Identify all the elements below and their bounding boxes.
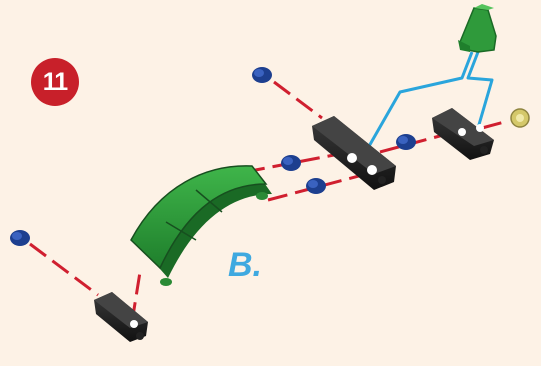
black-connector — [312, 116, 396, 190]
guide-line-blue — [466, 51, 494, 129]
black-connector — [432, 108, 494, 160]
guide-line-red — [273, 80, 323, 120]
blue-peg — [306, 178, 326, 194]
part-label: B. — [228, 246, 262, 284]
step-number-badge: 11 — [31, 58, 79, 106]
guide-line-blue — [366, 51, 474, 149]
yellow-peg — [510, 108, 530, 128]
blue-peg — [10, 230, 30, 246]
green-curved-plate — [130, 165, 272, 286]
guide-line-red — [267, 170, 375, 202]
blue-peg — [281, 155, 301, 171]
blue-peg — [396, 134, 416, 150]
guide-line-red — [481, 119, 509, 130]
blue-peg — [252, 67, 272, 83]
black-connector — [94, 292, 148, 342]
green-wedge-piece — [458, 4, 497, 53]
guide-line-red — [29, 242, 99, 297]
